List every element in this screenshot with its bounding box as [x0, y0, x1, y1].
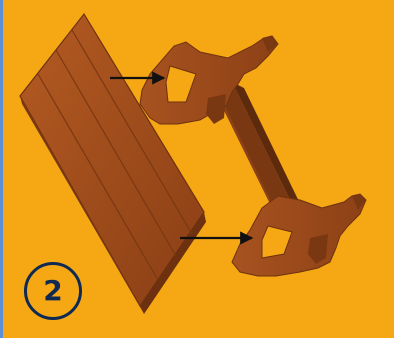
trestle-leg-front — [232, 194, 366, 276]
left-edge-strip — [0, 0, 3, 338]
trestle-leg-rear — [140, 36, 278, 124]
step-number-badge: 2 — [24, 262, 82, 320]
step-number: 2 — [43, 277, 62, 305]
